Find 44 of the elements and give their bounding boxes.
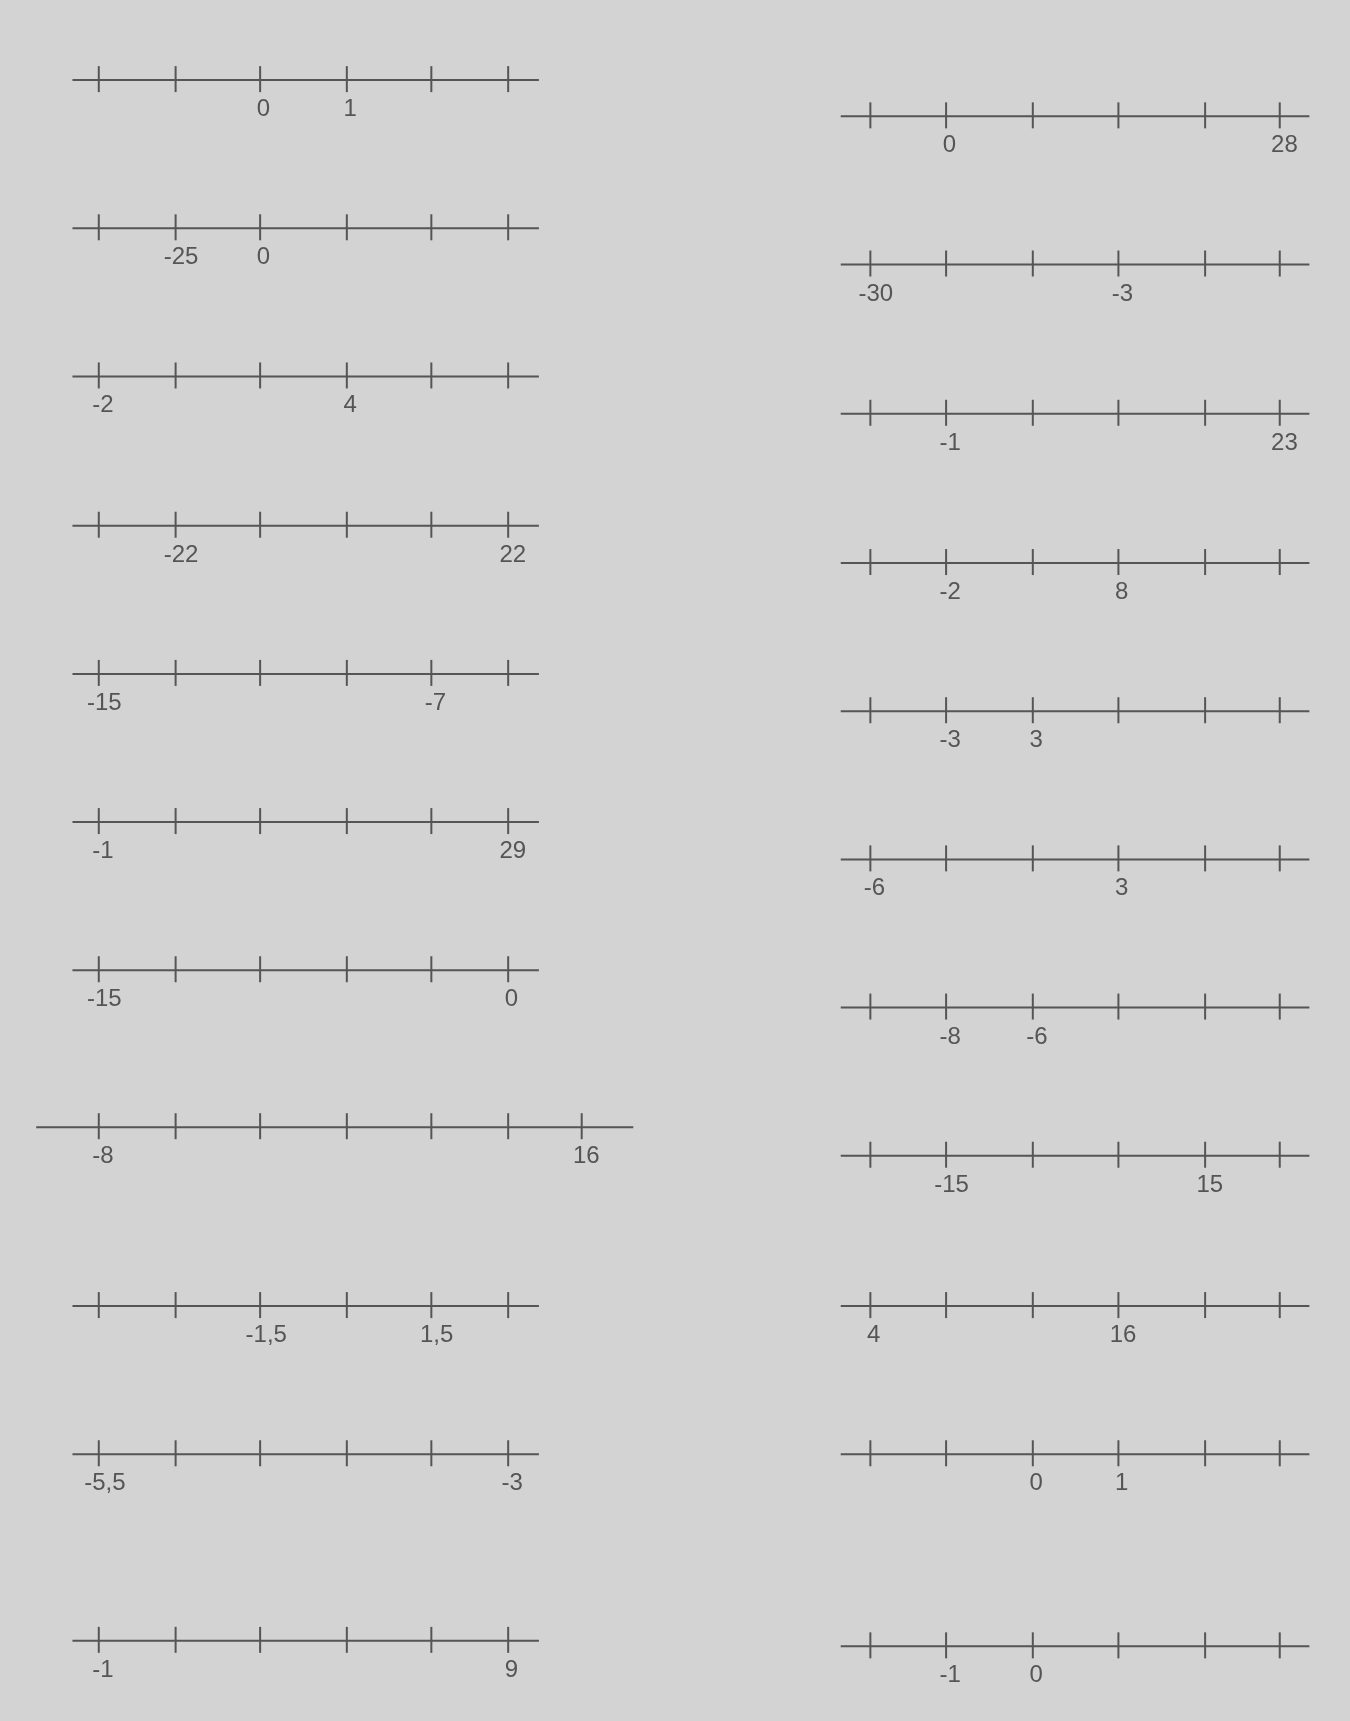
tick-label: -8 <box>939 1023 961 1048</box>
tick-label: 0 <box>256 96 271 121</box>
tick-label: -15 <box>934 1171 969 1196</box>
tick-label: 15 <box>1196 1171 1224 1196</box>
tick-label: -2 <box>939 579 961 604</box>
tick-label: -1 <box>92 838 114 863</box>
tick-label: -15 <box>86 689 122 714</box>
tick-label: -1 <box>939 429 961 454</box>
tick-label: -5,5 <box>84 1470 126 1495</box>
tick-label: -3 <box>501 1470 523 1495</box>
tick-label: -7 <box>424 689 447 714</box>
tick-label: 4 <box>867 1322 881 1347</box>
tick-label: -15 <box>86 986 122 1011</box>
tick-label: 16 <box>573 1143 600 1168</box>
tick-label: -6 <box>1026 1023 1048 1048</box>
tick-label: -6 <box>863 875 886 900</box>
tick-label: 23 <box>1271 429 1298 454</box>
tick-label: 16 <box>1109 1322 1137 1347</box>
tick-label: -8 <box>92 1143 114 1168</box>
tick-label: -1,5 <box>245 1322 287 1347</box>
tick-label: -3 <box>939 727 961 752</box>
tick-label: 3 <box>1029 727 1043 752</box>
tick-label: 22 <box>499 541 527 566</box>
tick-label: 29 <box>499 838 527 863</box>
tick-label: -3 <box>1111 280 1134 305</box>
tick-label: 1,5 <box>420 1322 454 1347</box>
tick-label: -25 <box>163 244 199 269</box>
tick-label: 0 <box>942 132 957 157</box>
tick-label: 9 <box>504 1656 519 1681</box>
tick-label: -22 <box>163 541 199 566</box>
tick-label: 1 <box>1115 1470 1129 1495</box>
tick-label: 3 <box>1115 875 1129 900</box>
tick-label: -1 <box>92 1656 114 1681</box>
tick-label: 0 <box>504 986 519 1011</box>
tick-label: 8 <box>1115 579 1129 604</box>
tick-label: 4 <box>343 392 357 417</box>
tick-label: -30 <box>858 280 894 305</box>
tick-label: 1 <box>343 96 357 121</box>
tick-label: 0 <box>256 244 271 269</box>
tick-label: 0 <box>1029 1662 1043 1687</box>
tick-label: 0 <box>1029 1470 1043 1495</box>
tick-label: -1 <box>939 1662 961 1687</box>
tick-label: -2 <box>92 392 114 417</box>
tick-label: 28 <box>1271 132 1298 157</box>
